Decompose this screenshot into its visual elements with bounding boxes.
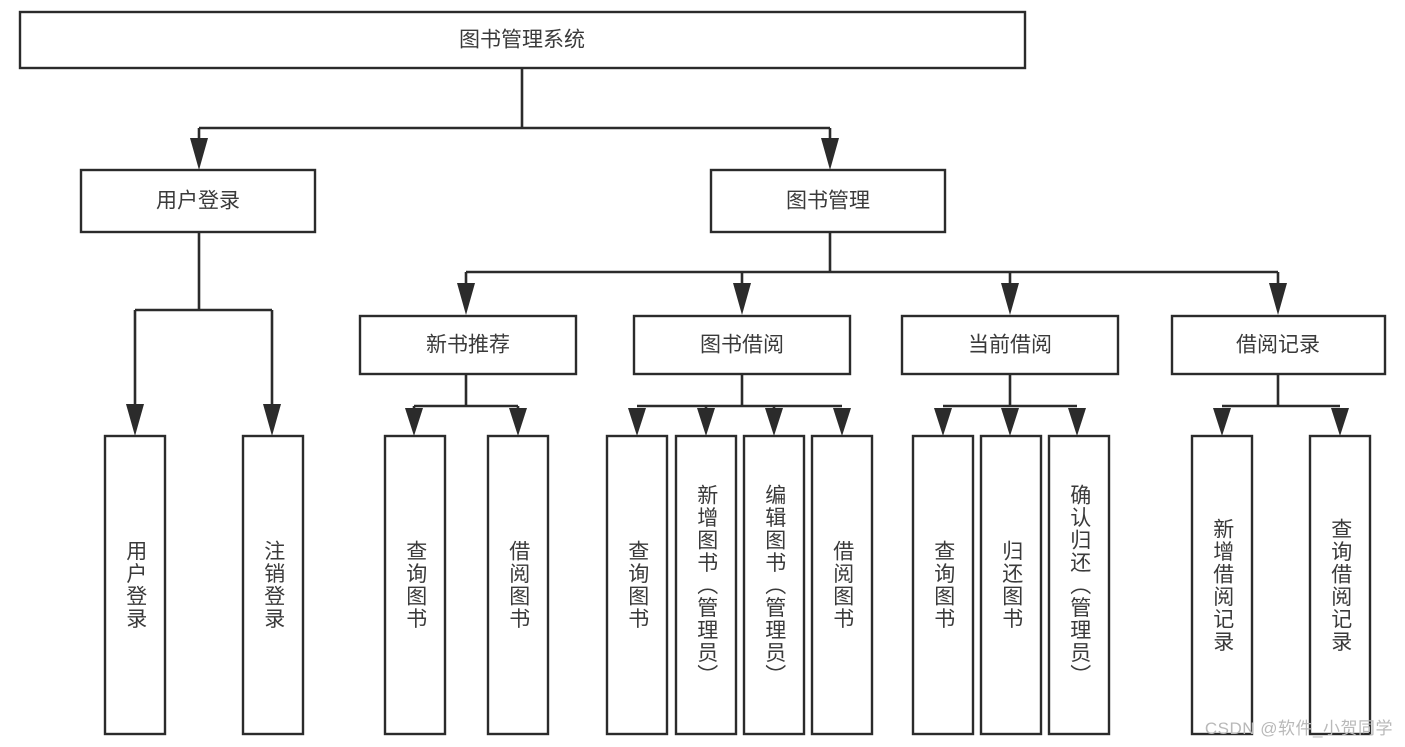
- arrow-head-bookborrow-leaf-1: [628, 408, 646, 436]
- arrow-head-borrowrecord-leaf-2: [1331, 408, 1349, 436]
- node-current-borrow-box[interactable]: [900, 314, 1120, 376]
- node-book-borrow[interactable]: 图书借阅: [632, 314, 852, 376]
- leaf-user-login-2-label: 注销登录: [261, 540, 285, 630]
- leaf-current-borrow-3-box[interactable]: [1047, 434, 1111, 736]
- leaf-new-book-1-box[interactable]: [383, 434, 447, 736]
- node-current-borrow[interactable]: 当前借阅: [900, 314, 1120, 376]
- leaf-book-borrow-3-box[interactable]: [742, 434, 806, 736]
- leaf-book-borrow-4-label: 借阅图书: [830, 540, 854, 630]
- arrow-head-newbook-leaf-2: [509, 408, 527, 436]
- leaf-borrow-record-2[interactable]: 查询借阅记录: [1308, 434, 1372, 736]
- leaf-borrow-record-1-label: 新增借阅记录: [1210, 517, 1234, 653]
- leaf-current-borrow-3-label: 确认归还（管理员）: [1067, 483, 1091, 687]
- leaf-user-login-1[interactable]: 用户登录: [103, 434, 167, 736]
- node-user-login-box[interactable]: [79, 168, 317, 234]
- connector-group-current-borrow: [934, 374, 1086, 436]
- node-book-management-box[interactable]: [709, 168, 947, 234]
- leaf-book-borrow-2-label: 新增图书（管理员）: [694, 483, 718, 687]
- leaf-borrow-record-2-label: 查询借阅记录: [1328, 517, 1352, 653]
- arrow-head-bookborrow-leaf-4: [833, 408, 851, 436]
- connector-group-root: [190, 68, 839, 170]
- leaf-book-borrow-1[interactable]: 查询图书: [605, 434, 669, 736]
- leaf-book-borrow-1-label: 查询图书: [625, 540, 649, 630]
- node-borrow-record-box[interactable]: [1170, 314, 1387, 376]
- connector-group-book-borrow: [628, 374, 851, 436]
- node-root[interactable]: 图书管理系统: [18, 10, 1027, 70]
- node-current-borrow-label: 当前借阅: [968, 334, 1052, 357]
- arrow-head-logout-leaf: [263, 404, 281, 436]
- connector-group-user-login: [126, 232, 281, 436]
- arrow-head-login: [190, 138, 208, 170]
- leaf-book-borrow-3-label: 编辑图书（管理员）: [762, 483, 786, 687]
- arrow-head-new-book: [457, 283, 475, 315]
- node-root-label: 图书管理系统: [459, 29, 585, 52]
- node-borrow-record[interactable]: 借阅记录: [1170, 314, 1387, 376]
- arrow-head-currentborrow-leaf-1: [934, 408, 952, 436]
- node-new-book-recommend[interactable]: 新书推荐: [358, 314, 578, 376]
- arrow-head-borrow-record: [1269, 283, 1287, 315]
- arrow-head-borrowrecord-leaf-1: [1213, 408, 1231, 436]
- node-book-borrow-box[interactable]: [632, 314, 852, 376]
- leaf-book-borrow-4-box[interactable]: [810, 434, 874, 736]
- leaf-new-book-2[interactable]: 借阅图书: [486, 434, 550, 736]
- leaf-current-borrow-2-box[interactable]: [979, 434, 1043, 736]
- leaf-current-borrow-2-label: 归还图书: [999, 540, 1023, 630]
- arrow-head-bookborrow-leaf-2: [697, 408, 715, 436]
- leaf-borrow-record-1-box[interactable]: [1190, 434, 1254, 736]
- arrow-head-newbook-leaf-1: [405, 408, 423, 436]
- leaf-current-borrow-1-label: 查询图书: [931, 540, 955, 630]
- connector-group-borrow-record: [1213, 374, 1349, 436]
- arrow-head-book-borrow: [733, 283, 751, 315]
- arrow-head-currentborrow-leaf-2: [1001, 408, 1019, 436]
- node-borrow-record-label: 借阅记录: [1236, 334, 1320, 357]
- leaf-current-borrow-1[interactable]: 查询图书: [911, 434, 975, 736]
- leaf-book-borrow-1-box[interactable]: [605, 434, 669, 736]
- leaf-book-borrow-3[interactable]: 编辑图书（管理员）: [742, 434, 806, 736]
- node-book-borrow-label: 图书借阅: [700, 334, 784, 357]
- leaf-borrow-record-1[interactable]: 新增借阅记录: [1190, 434, 1254, 736]
- arrow-head-currentborrow-leaf-3: [1068, 408, 1086, 436]
- leaf-book-borrow-2[interactable]: 新增图书（管理员）: [674, 434, 738, 736]
- connector-group-new-book: [405, 374, 527, 436]
- leaf-user-login-2-box[interactable]: [241, 434, 305, 736]
- node-book-management-label: 图书管理: [786, 190, 870, 213]
- arrow-head-user-login-leaf: [126, 404, 144, 436]
- leaf-borrow-record-2-box[interactable]: [1308, 434, 1372, 736]
- leaf-book-borrow-4[interactable]: 借阅图书: [810, 434, 874, 736]
- node-new-book-recommend-box[interactable]: [358, 314, 578, 376]
- node-user-login[interactable]: 用户登录: [79, 168, 317, 234]
- connector-group-book-management: [457, 232, 1287, 315]
- arrow-head-bookmgmt: [821, 138, 839, 170]
- leaf-new-book-1-label: 查询图书: [403, 540, 427, 630]
- leaf-book-borrow-2-box[interactable]: [674, 434, 738, 736]
- leaf-new-book-2-box[interactable]: [486, 434, 550, 736]
- leaf-new-book-1[interactable]: 查询图书: [383, 434, 447, 736]
- leaf-current-borrow-1-box[interactable]: [911, 434, 975, 736]
- leaf-current-borrow-3[interactable]: 确认归还（管理员）: [1047, 434, 1111, 736]
- node-user-login-label: 用户登录: [156, 190, 240, 213]
- arrow-head-current-borrow: [1001, 283, 1019, 315]
- leaf-user-login-1-label: 用户登录: [123, 540, 147, 630]
- arrow-head-bookborrow-leaf-3: [765, 408, 783, 436]
- node-new-book-recommend-label: 新书推荐: [426, 334, 510, 357]
- node-root-box[interactable]: [18, 10, 1027, 70]
- leaf-current-borrow-2[interactable]: 归还图书: [979, 434, 1043, 736]
- node-book-management[interactable]: 图书管理: [709, 168, 947, 234]
- leaf-user-login-1-box[interactable]: [103, 434, 167, 736]
- leaf-new-book-2-label: 借阅图书: [506, 540, 530, 630]
- leaf-user-login-2[interactable]: 注销登录: [241, 434, 305, 736]
